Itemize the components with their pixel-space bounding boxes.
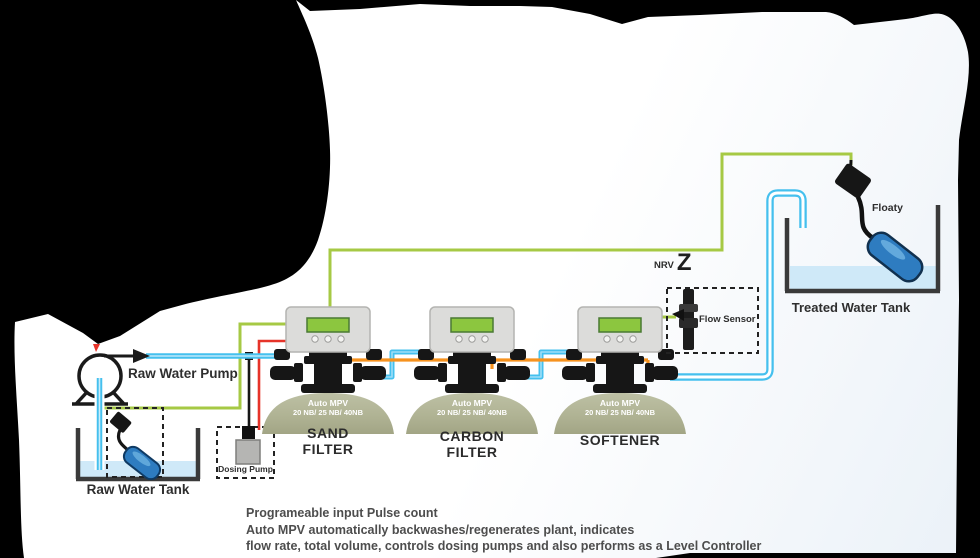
controller-lcd [450, 317, 494, 333]
model-line2: 20 NB/ 25 NB/ 40NB [436, 408, 508, 417]
auto-mpv-controller-icon [429, 306, 515, 353]
dosing-injection-line [245, 352, 253, 430]
softener-tank-dome [554, 393, 686, 434]
level-wire-pump-to-sand [95, 322, 288, 410]
auto-mpv-controller-icon [577, 306, 663, 353]
notes-line2: Auto MPV automatically backwashes/regene… [246, 522, 635, 537]
dosing-signal-wire-red [257, 339, 288, 430]
carbon-filter-unit [406, 306, 538, 434]
nrv-label: NRV [654, 260, 674, 271]
softener-valve-model-text: Auto MPV 20 NB/ 25 NB/ 40NB [565, 398, 675, 418]
pump-inlet-marker [93, 344, 100, 352]
sand-filter-unit [262, 306, 394, 434]
sand-filter-label-line1: SAND [307, 425, 349, 441]
model-line2: 20 NB/ 25 NB/ 40NB [584, 408, 656, 417]
carbon-valve-model-text: Auto MPV 20 NB/ 25 NB/ 40NB [417, 398, 527, 418]
notes-line1: Programeable input Pulse count [246, 506, 438, 520]
model-line1: Auto MPV [599, 398, 641, 408]
raw-water-pump-label: Raw Water Pump [128, 366, 238, 381]
nrv-callout: NRV Z [654, 249, 692, 276]
raw-tank-float-switch-icon [106, 407, 164, 481]
floaty-label: Floaty [872, 202, 903, 214]
mpv-valve-icon [562, 349, 678, 393]
auto-mpv-controller-icon [285, 306, 371, 353]
model-line1: Auto MPV [307, 398, 349, 408]
controller-lcd [598, 317, 642, 333]
carbon-filter-label: CARBON FILTER [427, 428, 517, 460]
softener-label-line1: SOFTENER [579, 432, 661, 448]
flow-arrow-icon [133, 349, 150, 363]
sand-filter-tank-dome [262, 393, 394, 434]
softener-label: SOFTENER [568, 432, 672, 448]
model-line1: Auto MPV [451, 398, 493, 408]
sand-valve-model-text: Auto MPV 20 NB/ 25 NB/ 40NB [273, 398, 383, 418]
carbon-filter-tank-dome [406, 393, 538, 434]
level-wire-sand-to-floaty [328, 152, 853, 309]
carbon-filter-label-line2: FILTER [446, 444, 498, 460]
mpv-valve-icon [270, 349, 386, 393]
flow-sensor-label: Flow Sensor [699, 314, 756, 325]
sand-filter-label: SAND FILTER [283, 425, 373, 457]
mpv-valve-icon [414, 349, 530, 393]
raw-water-tank-label: Raw Water Tank [86, 482, 190, 497]
treated-tank-float-switch-icon [835, 159, 924, 283]
model-line2: 20 NB/ 25 NB/ 40NB [292, 408, 364, 417]
pipe-carbon-to-softener [522, 349, 570, 380]
dosing-pump-label: Dosing Pump [218, 464, 273, 474]
carbon-filter-label-line1: CARBON [439, 428, 505, 444]
dosing-pump-icon [216, 426, 275, 479]
treated-water-tank-label: Treated Water Tank [791, 300, 911, 315]
notes-line3: flow rate, total volume, controls dosing… [246, 539, 762, 553]
softener-unit [554, 306, 686, 434]
pipe-softener-to-treated-tank [670, 189, 807, 381]
nrv-valve-symbol-icon: Z [676, 249, 692, 276]
controller-lcd [306, 317, 350, 333]
description-notes: Programeable input Pulse count Auto MPV … [246, 505, 761, 555]
sand-filter-label-line2: FILTER [302, 441, 354, 457]
flow-sensor-icon [666, 287, 759, 354]
